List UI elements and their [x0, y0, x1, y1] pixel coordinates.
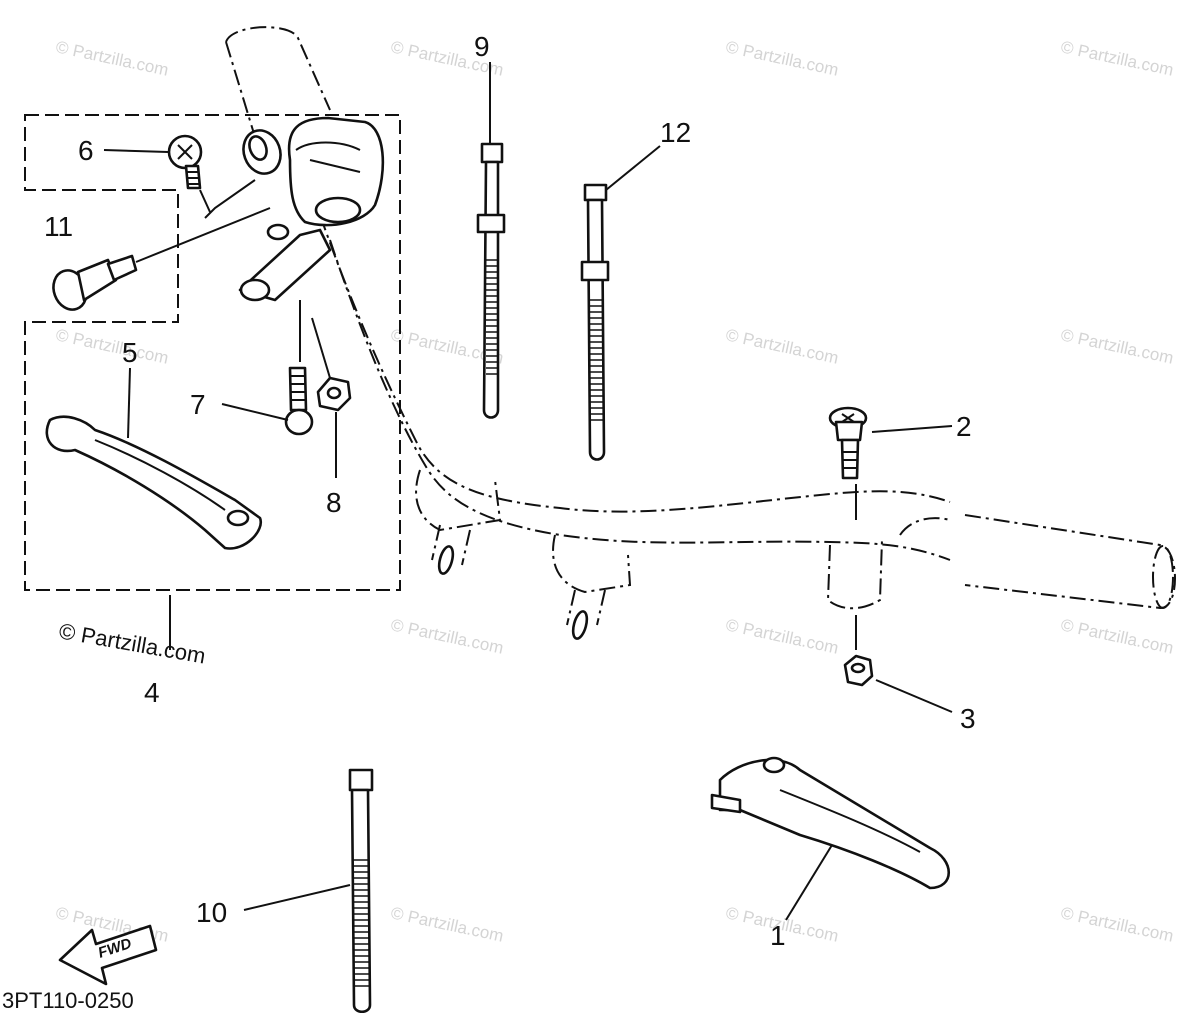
part-10-cable-strap — [348, 768, 374, 1014]
watermark: © Partzilla.com — [1059, 325, 1175, 367]
watermark: © Partzilla.com — [724, 615, 840, 657]
watermark: © Partzilla.com — [724, 37, 840, 79]
part-3-nut — [843, 654, 874, 687]
callout-8: 8 — [326, 487, 342, 518]
part-12-cable-strap — [580, 183, 610, 461]
leader-lines — [103, 62, 953, 921]
fwd-arrow-icon: FWD — [58, 924, 158, 986]
watermark: © Partzilla.com — [54, 325, 170, 367]
part-1-lever — [710, 756, 950, 890]
callout-7: 7 — [190, 389, 206, 420]
callout-1: 1 — [770, 920, 786, 951]
watermark: © Partzilla.com — [1059, 615, 1175, 657]
part-5-lever — [45, 415, 263, 550]
part-6-screw — [167, 134, 203, 190]
callout-6: 6 — [78, 135, 94, 166]
part-11-bolt — [52, 254, 138, 311]
part-8-nut — [316, 376, 352, 412]
callout-3: 3 — [960, 703, 976, 734]
part-9-cable-strap — [476, 142, 506, 419]
throttle-housing — [238, 116, 385, 302]
watermark: © Partzilla.com — [389, 615, 505, 657]
callout-12: 12 — [660, 117, 691, 148]
assembly-box-4 — [24, 114, 401, 591]
part-7-bolt — [284, 366, 314, 436]
watermark: © Partzilla.com — [54, 37, 170, 79]
watermark: © Partzilla.com — [1059, 903, 1175, 945]
watermark: © Partzilla.com — [724, 325, 840, 367]
copyright-text: © Partzilla.com — [57, 618, 207, 668]
part-2-screw — [828, 406, 868, 480]
callout-labels: 1 2 3 4 5 6 7 8 9 10 11 12 — [44, 31, 976, 951]
handlebar-outline — [225, 26, 1176, 640]
callout-9: 9 — [474, 31, 490, 62]
callout-11: 11 — [44, 211, 73, 242]
callout-2: 2 — [956, 411, 972, 442]
callout-5: 5 — [122, 337, 138, 368]
part-code: 3PT110-0250 — [2, 988, 134, 1013]
watermark: © Partzilla.com — [389, 903, 505, 945]
callout-10: 10 — [196, 897, 227, 928]
watermark: © Partzilla.com — [1059, 37, 1175, 79]
callout-4: 4 — [144, 677, 160, 708]
